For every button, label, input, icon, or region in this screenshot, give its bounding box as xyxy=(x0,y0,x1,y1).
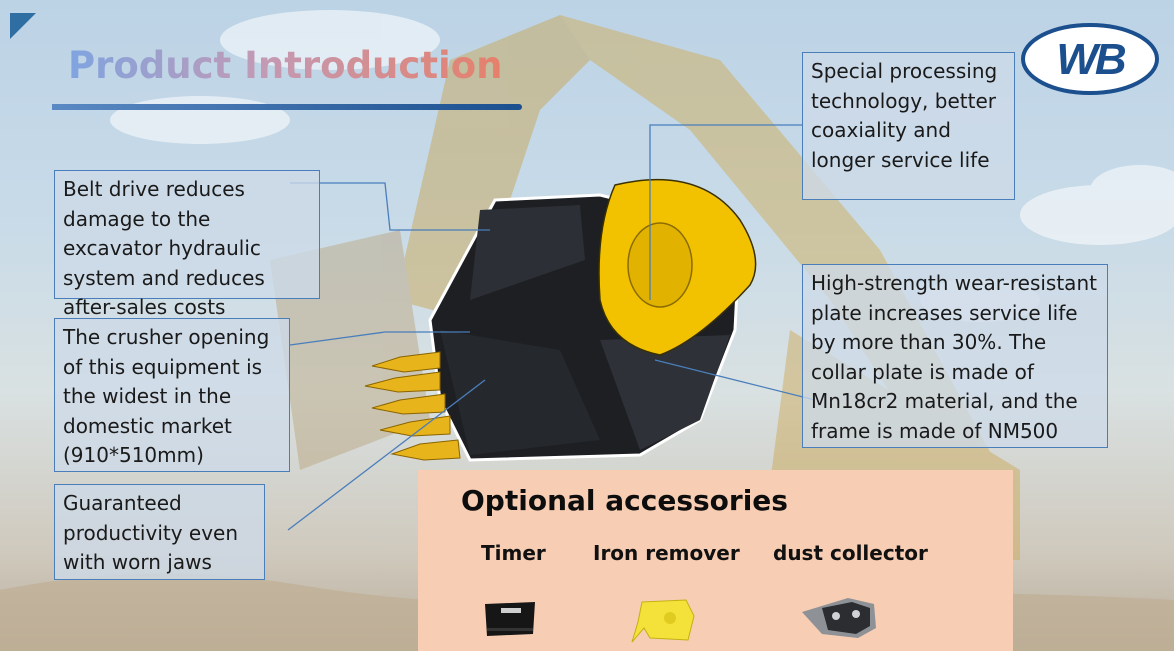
page-title: Product Introduction xyxy=(68,44,503,87)
callout-special-processing: Special processing technology, better co… xyxy=(802,52,1015,200)
accessory-timer-label: Timer xyxy=(481,541,546,565)
callout-wear-plate: High-strength wear-resistant plate incre… xyxy=(802,264,1108,448)
iron-remover-icon xyxy=(631,599,695,643)
timer-icon xyxy=(485,602,535,636)
callout-crusher-opening: The crusher opening of this equipment is… xyxy=(54,318,290,472)
accessory-dust-collector-label: dust collector xyxy=(773,541,928,565)
logo-text: WB xyxy=(1056,35,1126,84)
accessories-heading: Optional accessories xyxy=(461,484,788,517)
callout-belt-drive: Belt drive reduces damage to the excavat… xyxy=(54,170,320,319)
wb-logo: WB xyxy=(1021,23,1159,95)
optional-accessories-panel: Optional accessories Timer Iron remover … xyxy=(418,470,1013,651)
callout-worn-jaws: Guaranteed productivity even with worn j… xyxy=(54,484,265,580)
title-underline xyxy=(52,104,522,110)
accessory-iron-remover-label: Iron remover xyxy=(593,541,740,565)
dust-collector-icon xyxy=(802,598,876,638)
corner-triangle xyxy=(10,13,36,39)
